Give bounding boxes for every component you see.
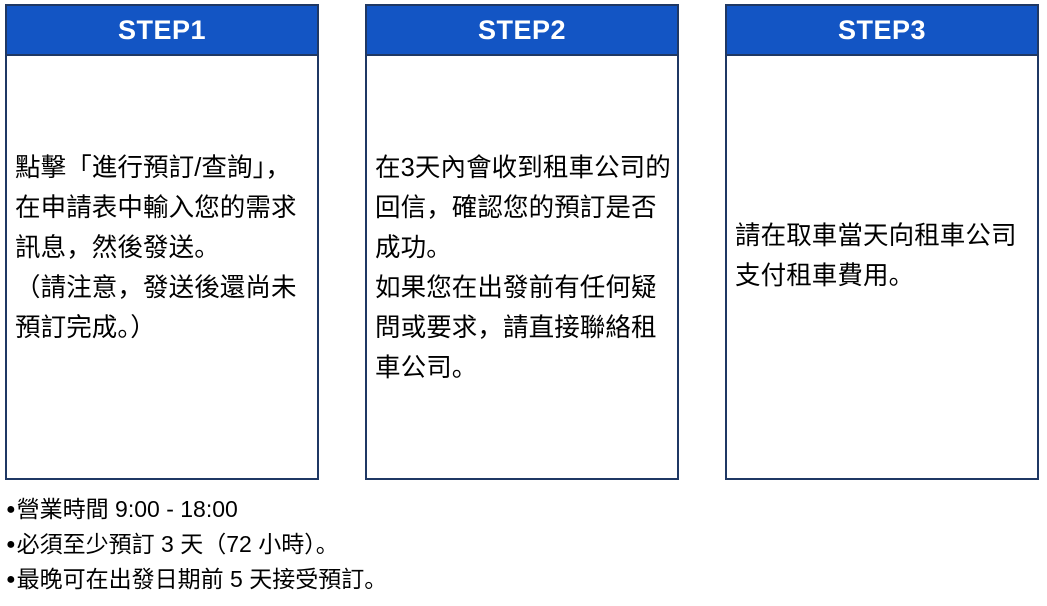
- notes-list: ●營業時間 9:00 - 18:00 ●必須至少預訂 3 天（72 小時）。 ●…: [6, 492, 1026, 597]
- step-header-1: STEP1: [7, 6, 317, 56]
- step-text-2: 在3天內會收到租車公司的回信，確認您的預訂是否成功。 如果您在出發前有任何疑問或…: [375, 154, 671, 382]
- step-text-1: 點擊「進行預訂/查詢」，在申請表中輸入您的需求訊息，然後發送。 （請注意，發送後…: [15, 154, 297, 342]
- step-card-1: STEP1 點擊「進行預訂/查詢」，在申請表中輸入您的需求訊息，然後發送。 （請…: [5, 4, 319, 480]
- step-card-3: STEP3 請在取車當天向租車公司支付租車費用。: [725, 4, 1039, 480]
- step-body-2: 在3天內會收到租車公司的回信，確認您的預訂是否成功。 如果您在出發前有任何疑問或…: [367, 56, 677, 478]
- step-body-1: 點擊「進行預訂/查詢」，在申請表中輸入您的需求訊息，然後發送。 （請注意，發送後…: [7, 56, 317, 478]
- bullet-icon: ●: [6, 536, 16, 553]
- bullet-icon: ●: [6, 501, 16, 518]
- steps-row: STEP1 點擊「進行預訂/查詢」，在申請表中輸入您的需求訊息，然後發送。 （請…: [5, 4, 1039, 480]
- bullet-icon: ●: [6, 571, 16, 588]
- note-item-1-text: 營業時間 9:00 - 18:00: [16, 496, 238, 522]
- note-item-2-text: 必須至少預訂 3 天（72 小時）。: [16, 531, 339, 557]
- step-body-3: 請在取車當天向租車公司支付租車費用。: [727, 56, 1037, 478]
- step-card-2: STEP2 在3天內會收到租車公司的回信，確認您的預訂是否成功。 如果您在出發前…: [365, 4, 679, 480]
- note-item-2: ●必須至少預訂 3 天（72 小時）。: [6, 527, 1026, 562]
- step-header-2: STEP2: [367, 6, 677, 56]
- step-text-3: 請在取車當天向租車公司支付租車費用。: [735, 222, 1017, 290]
- note-item-3-text: 最晚可在出發日期前 5 天接受預訂。: [16, 566, 388, 592]
- step-header-3: STEP3: [727, 6, 1037, 56]
- note-item-1: ●營業時間 9:00 - 18:00: [6, 492, 1026, 527]
- note-item-3: ●最晚可在出發日期前 5 天接受預訂。: [6, 562, 1026, 597]
